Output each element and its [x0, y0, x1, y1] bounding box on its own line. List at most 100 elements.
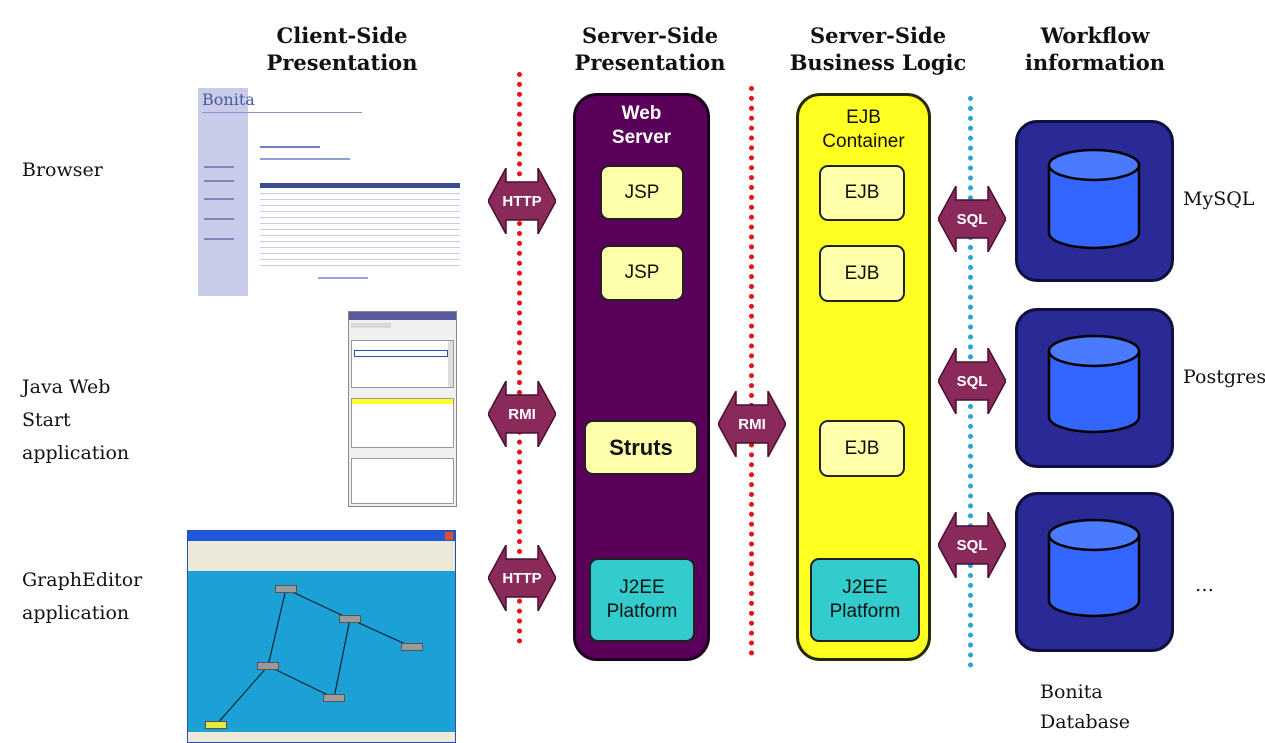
platform-label-line: J2EE — [842, 577, 888, 598]
arrow-label: SQL — [956, 536, 988, 554]
table-row — [260, 255, 460, 260]
table-row — [260, 225, 460, 230]
database-postgres — [1015, 308, 1174, 468]
database-label-mysql: MySQL — [1183, 188, 1255, 210]
graph-node — [339, 615, 361, 623]
table-row — [260, 243, 460, 248]
window-toolbar — [188, 541, 455, 571]
close-icon — [445, 532, 453, 540]
window-titlebar — [188, 531, 455, 541]
arrow-label: RMI — [508, 405, 536, 423]
scrollbar — [448, 341, 453, 387]
table-row — [260, 207, 460, 212]
page-subheading-bar — [260, 158, 350, 160]
table-row — [260, 201, 460, 206]
platform-label-line: Platform — [606, 601, 678, 622]
tier-divider-red — [749, 86, 754, 656]
arrow-label: SQL — [956, 372, 988, 390]
table-row — [260, 219, 460, 224]
graph-editor-thumbnail — [187, 530, 456, 743]
rmi-arrow: RMI — [718, 391, 786, 457]
row-label-java-web-start: Java Web Start application — [22, 371, 129, 470]
column-header-server-presentation: Server-Side Presentation — [570, 22, 730, 76]
ejb-container-title-line: EJB — [846, 107, 881, 128]
tier-divider-red — [517, 72, 522, 644]
table-row — [260, 261, 460, 266]
sql-arrow: SQL — [938, 512, 1006, 578]
graph-node — [257, 662, 279, 670]
graph-canvas — [188, 571, 455, 734]
browser-sidebar — [198, 88, 248, 296]
row-label-browser: Browser — [22, 154, 103, 187]
highlighted-list-item — [352, 399, 453, 404]
sidebar-link — [204, 238, 234, 240]
http-arrow: HTTP — [488, 168, 556, 234]
arrow-label: HTTP — [502, 192, 542, 210]
database-cylinder-icon — [1047, 334, 1141, 434]
sql-arrow: SQL — [938, 348, 1006, 414]
column-header-line: Business Logic — [789, 50, 967, 75]
activity-list — [351, 458, 454, 504]
graph-node-start — [205, 721, 227, 729]
table-header — [260, 183, 460, 188]
sidebar-link — [204, 180, 234, 182]
graph-node — [401, 643, 423, 651]
double-headed-arrow-icon — [488, 168, 556, 234]
database-label-more: … — [1195, 574, 1214, 596]
double-headed-arrow-icon — [938, 186, 1006, 252]
database-mysql — [1015, 120, 1174, 282]
table-row — [260, 237, 460, 242]
page-heading-bar — [260, 146, 320, 148]
double-headed-arrow-icon — [938, 512, 1006, 578]
sidebar-link — [204, 166, 234, 168]
sql-arrow: SQL — [938, 186, 1006, 252]
row-label-line: GraphEditor — [22, 569, 143, 591]
web-server-container: Web Server JSP JSP Struts J2EE Platform — [573, 93, 710, 661]
arrow-label: HTTP — [502, 569, 542, 587]
ejb-container: EJB Container EJB EJB EJB J2EE Platform — [796, 93, 931, 661]
column-header-line: Presentation — [574, 50, 726, 75]
row-label-line: application — [22, 602, 130, 624]
status-bar — [188, 732, 455, 742]
table-footer — [318, 277, 368, 279]
arrow-label: RMI — [738, 415, 766, 433]
row-label-graph-editor: GraphEditor application — [22, 564, 142, 630]
window-titlebar — [349, 312, 456, 320]
web-server-title-line: Web — [621, 103, 662, 124]
java-application-thumbnail — [348, 311, 457, 507]
web-server-title: Web Server — [576, 102, 707, 150]
selected-list-item — [354, 350, 448, 357]
row-label-line: Browser — [22, 159, 103, 181]
row-label-line: Java Web — [22, 376, 111, 398]
ejb-component: EJB — [819, 165, 905, 221]
table-row — [260, 189, 460, 194]
column-header-business-logic: Server-Side Business Logic — [788, 22, 968, 76]
ejb-component: EJB — [819, 245, 905, 302]
column-header-line: Presentation — [266, 50, 418, 75]
j2ee-platform: J2EE Platform — [589, 558, 695, 642]
double-headed-arrow-icon — [488, 545, 556, 611]
logo-underline — [202, 112, 362, 113]
database-other — [1015, 492, 1174, 652]
bonita-logo: Bonita — [202, 90, 255, 109]
column-header-line: Client-Side — [276, 23, 408, 48]
user-list — [351, 398, 454, 448]
sidebar-link — [204, 198, 234, 200]
rmi-arrow: RMI — [488, 381, 556, 447]
graph-node — [323, 694, 345, 702]
sidebar-link — [204, 218, 234, 220]
arrow-label: SQL — [956, 210, 988, 228]
table-row — [260, 195, 460, 200]
column-header-workflow: Workflow information — [1015, 22, 1175, 76]
column-header-client-side: Client-Side Presentation — [262, 22, 422, 76]
database-caption-line: Database — [1040, 711, 1131, 733]
web-server-title-line: Server — [611, 127, 672, 148]
graph-edges — [215, 588, 413, 726]
column-header-line: Server-Side — [809, 23, 947, 48]
ejb-component: EJB — [819, 420, 905, 477]
row-label-line: Start — [22, 409, 71, 431]
table-row — [260, 231, 460, 236]
database-cylinder-icon — [1047, 148, 1141, 250]
database-caption-line: Bonita — [1040, 681, 1103, 703]
double-headed-arrow-icon — [488, 381, 556, 447]
